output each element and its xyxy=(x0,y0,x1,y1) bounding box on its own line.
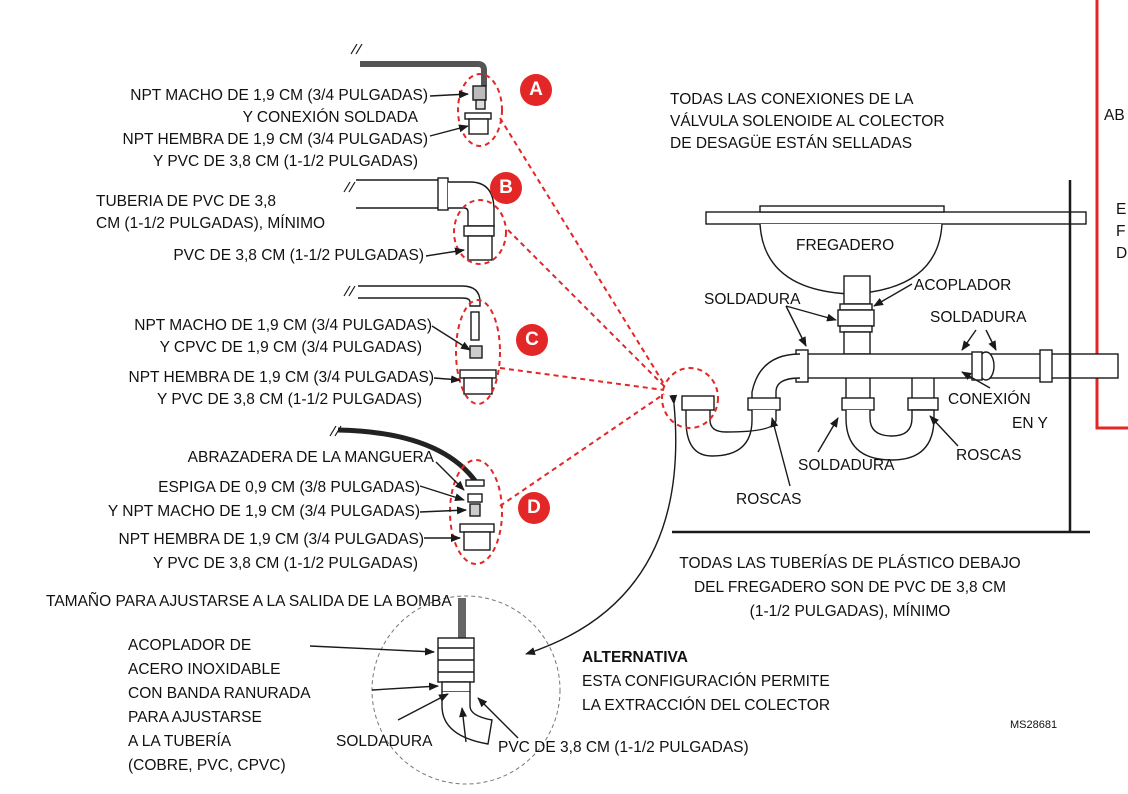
badge-a: A xyxy=(520,74,552,106)
label-a-line2: Y CONEXIÓN SOLDADA xyxy=(242,109,418,126)
detail-coupler-line2: ACERO INOXIDABLE xyxy=(128,661,281,678)
detail-pvc: PVC DE 3,8 CM (1-1/2 PULGADAS) xyxy=(498,739,749,756)
circle-d xyxy=(449,459,503,565)
label-c-line3: NPT HEMBRA DE 1,9 CM (3/4 PULGADAS) xyxy=(128,369,435,386)
label-d-line2: ESPIGA DE 0,9 CM (3/8 PULGADAS) xyxy=(158,479,420,496)
label-pump-size: TAMAÑO PARA AJUSTARSE A LA SALIDA DE LA … xyxy=(46,593,452,610)
label-c-line1: NPT MACHO DE 1,9 CM (3/4 PULGADAS) xyxy=(134,317,432,334)
label-acoplador: ACOPLADOR xyxy=(914,277,1012,294)
sink-bottom-note-line3: (1-1/2 PULGADAS), MÍNIMO xyxy=(749,603,951,620)
left-leader-lines xyxy=(419,90,471,542)
detail-link-arrow xyxy=(525,394,678,656)
label-c-line4: Y PVC DE 3,8 CM (1-1/2 PULGADAS) xyxy=(156,391,422,408)
partial-text-4: D xyxy=(1116,245,1128,262)
sink-note-line2: VÁLVULA SOLENOIDE AL COLECTOR xyxy=(670,113,945,130)
label-d-line5: Y PVC DE 3,8 CM (1-1/2 PULGADAS) xyxy=(152,555,418,572)
partial-text-2: E xyxy=(1116,201,1127,218)
detail-soldadura: SOLDADURA xyxy=(336,733,433,750)
label-a-line3: NPT HEMBRA DE 1,9 CM (3/4 PULGADAS) xyxy=(122,131,429,148)
circle-a xyxy=(457,73,503,147)
fitting-a xyxy=(350,43,503,147)
red-dashed-connectors xyxy=(499,117,665,507)
circle-b xyxy=(453,199,507,265)
sink-bottom-note-line2: DEL FREGADERO SON DE PVC DE 3,8 CM xyxy=(693,579,1007,596)
detail-coupler-line1: ACOPLADOR DE xyxy=(128,637,252,654)
label-conexion-line2: EN Y xyxy=(1012,415,1048,432)
alternative-line2: LA EXTRACCIÓN DEL COLECTOR xyxy=(582,697,831,714)
sink-note-line1: TODAS LAS CONEXIONES DE LA xyxy=(670,91,914,108)
partial-text-1: AB xyxy=(1104,107,1125,124)
label-soldadura-right: SOLDADURA xyxy=(930,309,1027,326)
fitting-c xyxy=(343,285,501,405)
sink-assembly xyxy=(661,180,1119,534)
label-a-line4: Y PVC DE 3,8 CM (1-1/2 PULGADAS) xyxy=(152,153,418,170)
label-d-line4: NPT HEMBRA DE 1,9 CM (3/4 PULGADAS) xyxy=(118,531,425,548)
label-soldadura-left: SOLDADURA xyxy=(704,291,801,308)
fitting-d xyxy=(329,425,503,565)
detail-coupler-line3: CON BANDA RANURADA xyxy=(128,685,311,702)
detail-coupler-line6: (COBRE, PVC, CPVC) xyxy=(128,757,286,774)
label-conexion-line1: CONEXIÓN xyxy=(948,391,1031,408)
fitting-b xyxy=(343,177,507,265)
sink-leader-lines xyxy=(770,283,997,487)
figure-id: MS28681 xyxy=(1010,719,1058,731)
label-c-line2: Y CPVC DE 1,9 CM (3/4 PULGADAS) xyxy=(159,339,422,356)
label-b-line2: CM (1-1/2 PULGADAS), MÍNIMO xyxy=(96,215,326,232)
circle-c xyxy=(455,299,501,405)
label-d-line1: ABRAZADERA DE LA MANGUERA xyxy=(187,449,434,466)
label-roscas-left: ROSCAS xyxy=(736,491,802,508)
alternative-line1: ESTA CONFIGURACIÓN PERMITE xyxy=(582,673,830,690)
label-roscas-right: ROSCAS xyxy=(956,447,1022,464)
label-b-line3: PVC DE 3,8 CM (1-1/2 PULGADAS) xyxy=(173,247,424,264)
right-red-frame xyxy=(1095,0,1128,430)
label-b-line1: TUBERIA DE PVC DE 3,8 xyxy=(96,193,277,210)
alternative-title: ALTERNATIVA xyxy=(582,649,688,666)
label-d-line3: Y NPT MACHO DE 1,9 CM (3/4 PULGADAS) xyxy=(107,503,420,520)
sink-bottom-note-line1: TODAS LAS TUBERÍAS DE PLÁSTICO DEBAJO xyxy=(679,555,1021,572)
sink-note-line3: DE DESAGÜE ESTÁN SELLADAS xyxy=(670,135,913,152)
alternative-detail xyxy=(309,595,561,785)
detail-coupler-line4: PARA AJUSTARSE xyxy=(128,709,262,726)
badge-c: C xyxy=(516,324,548,356)
badge-d: D xyxy=(518,492,550,524)
partial-text-3: F xyxy=(1116,223,1126,240)
badge-b: B xyxy=(490,172,522,204)
label-a-line1: NPT MACHO DE 1,9 CM (3/4 PULGADAS) xyxy=(130,87,428,104)
label-soldadura-bottom: SOLDADURA xyxy=(798,457,895,474)
detail-coupler-line5: A LA TUBERÍA xyxy=(128,733,232,750)
label-fregadero: FREGADERO xyxy=(796,237,895,254)
